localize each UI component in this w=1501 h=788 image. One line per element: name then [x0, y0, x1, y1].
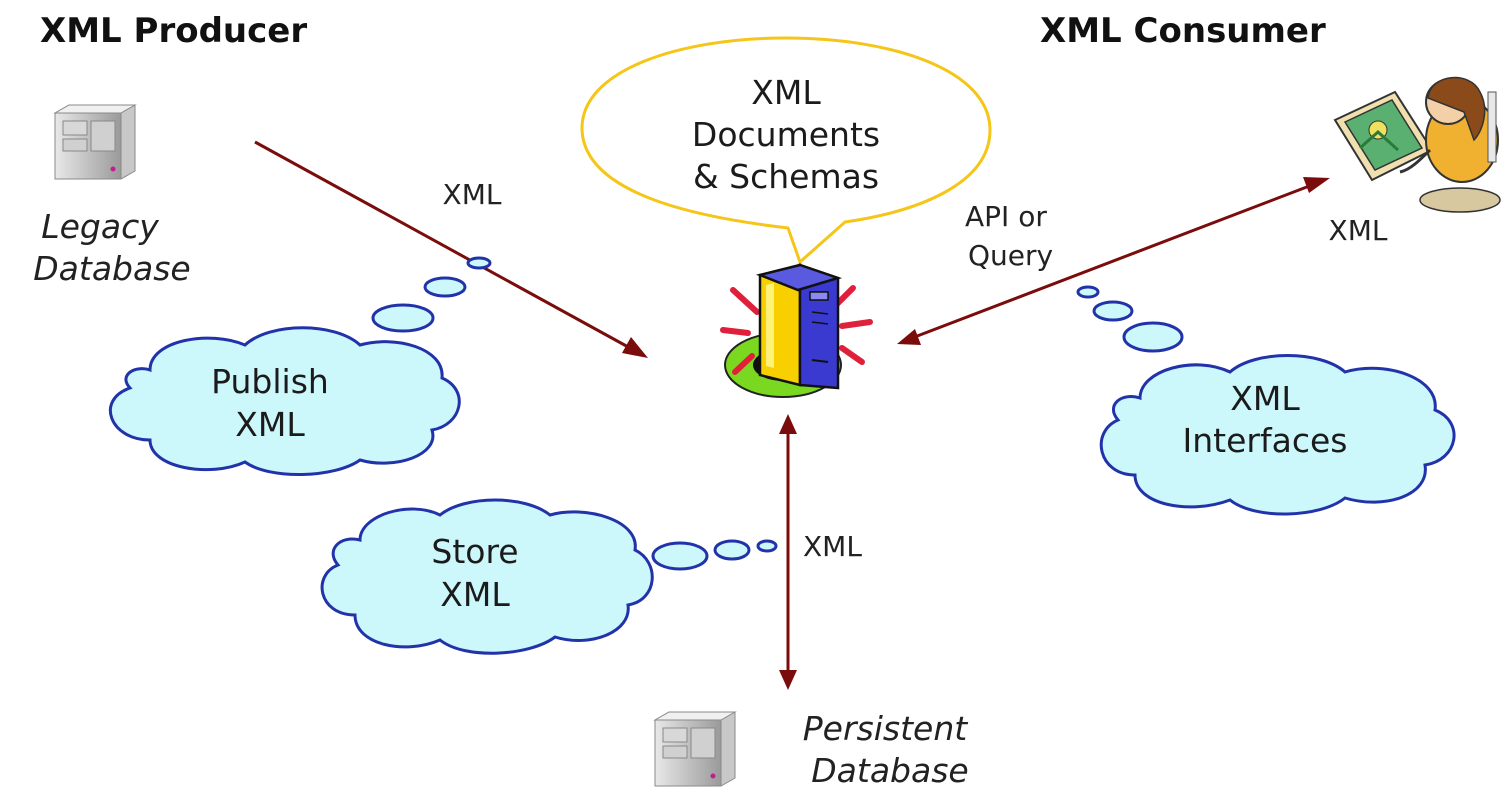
api-label-line1: API or [965, 200, 1047, 233]
database-arrow [779, 414, 797, 690]
publish-xml-cloud [108, 256, 492, 476]
persistent-database-label-line1: Persistent [803, 709, 968, 748]
speech-bubble [580, 36, 992, 265]
bubble-line1: XML [751, 73, 821, 112]
bubble-line3: & Schemas [693, 157, 879, 196]
producer-arrow [254, 140, 648, 358]
store-xml-line2: XML [440, 575, 510, 614]
store-xml-cloud [320, 498, 778, 655]
xml-interfaces-cloud [1076, 285, 1456, 516]
consumer-xml-label: XML [1329, 214, 1388, 247]
legacy-database-label-line2: Database [33, 249, 190, 288]
user-at-computer-icon [1333, 76, 1501, 213]
publish-xml-line1: Publish [211, 362, 329, 401]
bubble-line2: Documents [692, 115, 880, 154]
consumer-header: XML Consumer [1040, 11, 1326, 51]
database-xml-label: XML [803, 530, 862, 563]
xml-interfaces-line1: XML [1230, 379, 1300, 418]
xml-interfaces-line2: Interfaces [1183, 421, 1348, 460]
publish-xml-line2: XML [235, 405, 305, 444]
producer-header: XML Producer [40, 11, 307, 51]
producer-xml-label: XML [443, 178, 502, 211]
server-icon [720, 263, 873, 398]
persistent-database-label-line2: Database [811, 751, 968, 788]
legacy-database-icon [53, 104, 137, 180]
store-xml-line1: Store [431, 532, 518, 571]
legacy-database-label-line1: Legacy [41, 207, 159, 246]
persistent-database-icon [653, 711, 737, 787]
consumer-arrow [897, 177, 1330, 345]
api-label-line2: Query [968, 239, 1053, 272]
